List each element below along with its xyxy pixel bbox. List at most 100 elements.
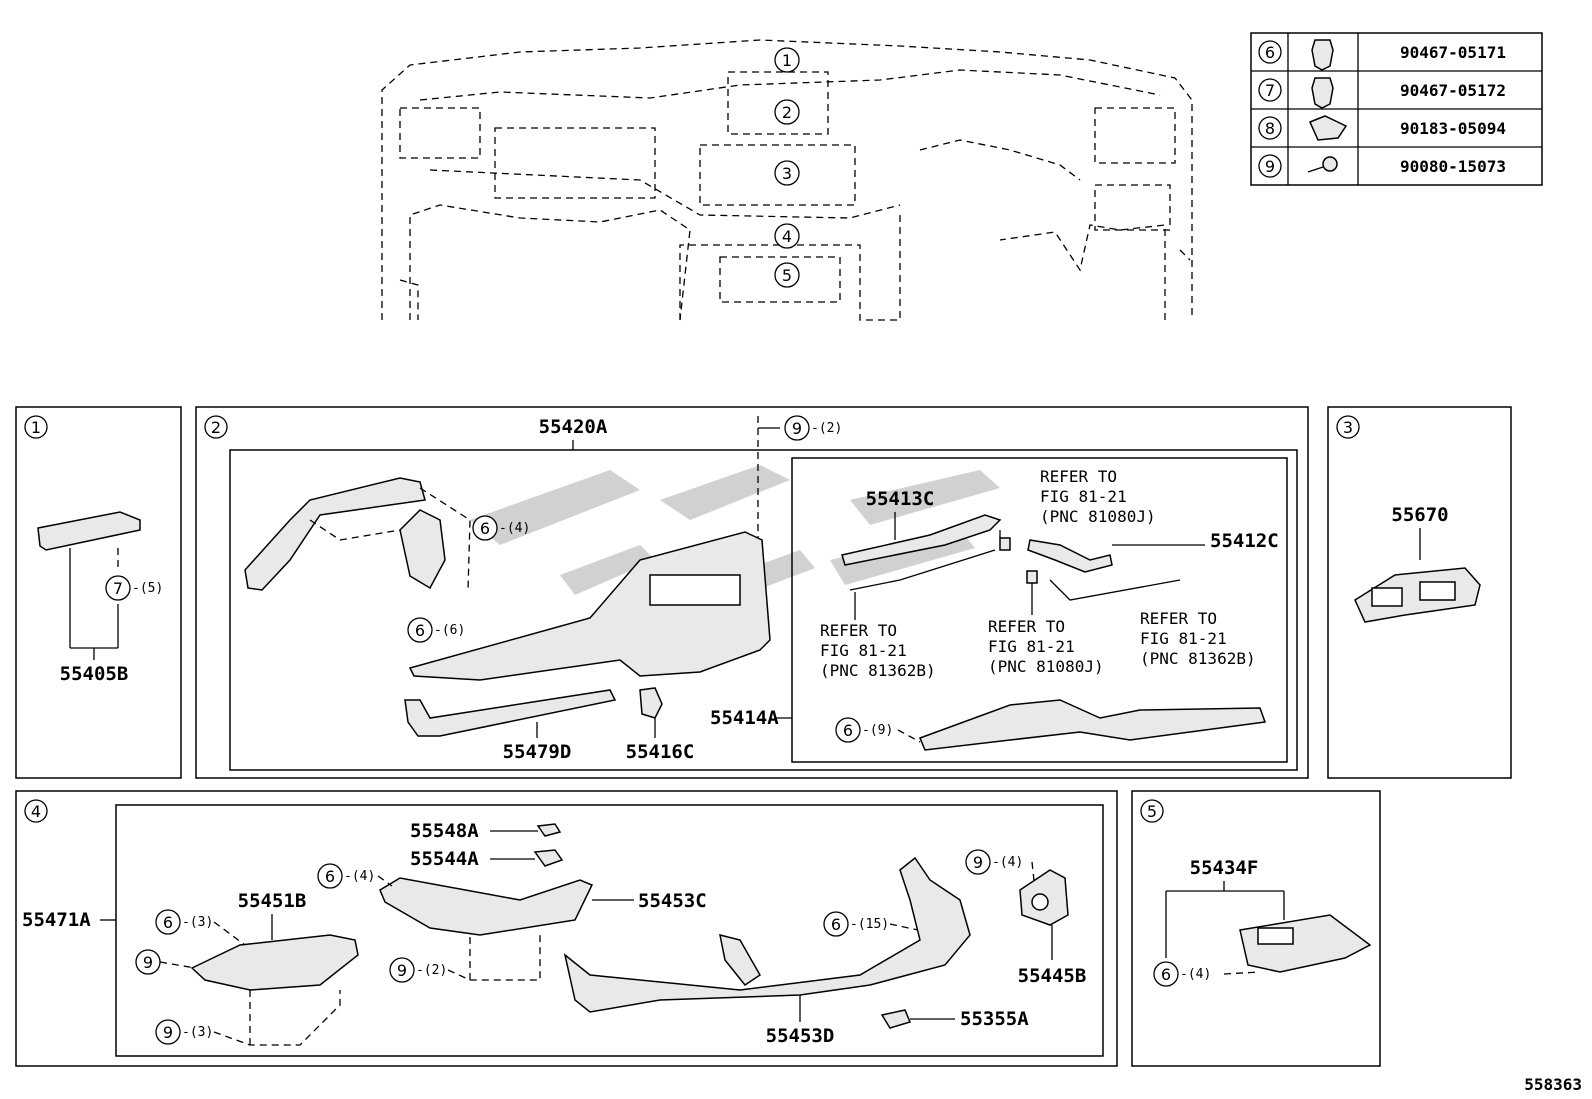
callout-2: 2 bbox=[774, 99, 800, 125]
part-label-55445B: 55445B bbox=[1018, 965, 1087, 987]
svg-text:3: 3 bbox=[782, 164, 792, 183]
refer-note-1: REFER TO FIG 81-21 (PNC 81080J) bbox=[1040, 467, 1156, 526]
panel-number: 4 bbox=[31, 802, 41, 821]
fastener-key: 6 bbox=[163, 913, 173, 932]
lower-trim-part bbox=[404, 689, 617, 737]
svg-text:FIG 81-21: FIG 81-21 bbox=[820, 641, 907, 660]
figure-number: 558363 bbox=[1524, 1075, 1582, 1094]
refer-note-3: REFER TO FIG 81-21 (PNC 81080J) bbox=[988, 617, 1104, 676]
part-label-55355A: 55355A bbox=[960, 1008, 1029, 1030]
fastener-key: 6 bbox=[843, 721, 853, 740]
fastener-table: 6 90467-05171 7 90467-05172 8 90183-0509… bbox=[1250, 32, 1543, 186]
connector-part bbox=[999, 537, 1011, 551]
table-row: 6 90467-05171 bbox=[1258, 39, 1506, 71]
lower-bracket-part bbox=[919, 699, 1267, 751]
table-key: 8 bbox=[1265, 119, 1275, 138]
cap-part bbox=[533, 849, 564, 867]
part-label-55434F: 55434F bbox=[1190, 857, 1259, 879]
fastener-key: 9 bbox=[163, 1023, 173, 1042]
part-label-55453C: 55453C bbox=[638, 890, 707, 912]
panel-5: 5 55434F 6 -(4) bbox=[1131, 790, 1381, 1067]
fastener-key: 6 bbox=[480, 519, 490, 538]
reinforcement-55413C-part bbox=[841, 514, 1002, 566]
fastener-qty: -(9) bbox=[862, 723, 893, 738]
console-lower-part bbox=[563, 856, 971, 1013]
panel-number: 2 bbox=[211, 418, 221, 437]
part-label-55544A: 55544A bbox=[410, 848, 479, 870]
panel-4: 4 55471A 55548A 55544A 55453C 6 -(4) 554… bbox=[15, 790, 1118, 1067]
svg-text:(PNC 81080J): (PNC 81080J) bbox=[1040, 507, 1156, 526]
connector-part bbox=[1026, 570, 1038, 584]
table-row: 8 90183-05094 bbox=[1258, 115, 1506, 141]
table-key: 9 bbox=[1265, 157, 1275, 176]
fastener-key: 6 bbox=[325, 867, 335, 886]
part-label-55412C: 55412C bbox=[1210, 530, 1279, 552]
part-label-55479D: 55479D bbox=[503, 741, 572, 763]
clip-icon bbox=[1311, 77, 1334, 109]
reinforcement-55412C-part bbox=[1027, 539, 1113, 573]
nut-icon bbox=[1308, 115, 1348, 141]
fastener-qty: -(2) bbox=[811, 421, 842, 436]
svg-text:REFER TO: REFER TO bbox=[820, 621, 897, 640]
fastener-qty: -(2) bbox=[416, 963, 447, 978]
part-label-55414A: 55414A bbox=[710, 707, 779, 729]
fastener-qty: -(3) bbox=[182, 915, 213, 930]
svg-text:FIG 81-21: FIG 81-21 bbox=[1140, 629, 1227, 648]
fastener-qty: -(4) bbox=[992, 855, 1023, 870]
svg-text:1: 1 bbox=[782, 51, 792, 70]
refer-note-4: REFER TO FIG 81-21 (PNC 81362B) bbox=[1140, 609, 1256, 668]
fastener-key: 9 bbox=[792, 419, 802, 438]
part-label-55405B: 55405B bbox=[60, 663, 129, 685]
table-key: 6 bbox=[1265, 43, 1275, 62]
svg-text:REFER TO: REFER TO bbox=[1040, 467, 1117, 486]
panel-number: 3 bbox=[1343, 418, 1353, 437]
part-label-55548A: 55548A bbox=[410, 820, 479, 842]
fastener-qty: -(4) bbox=[344, 869, 375, 884]
fastener-qty: -(15) bbox=[850, 917, 889, 932]
vent-bracket-part bbox=[399, 509, 446, 590]
clip-part bbox=[880, 1009, 912, 1029]
upper-cover-part bbox=[37, 511, 141, 551]
callout-3: 3 bbox=[774, 160, 800, 186]
panel-2: 2 55420A 9 -(2) 6 -(4) 6 -(6) 55479D 554… bbox=[195, 406, 1309, 779]
fastener-key: 9 bbox=[397, 961, 407, 980]
table-part-number: 90467-05171 bbox=[1400, 43, 1506, 62]
svg-text:(PNC 81362B): (PNC 81362B) bbox=[820, 661, 936, 680]
panel-number: 1 bbox=[31, 418, 41, 437]
fastener-key: 6 bbox=[1161, 965, 1171, 984]
panel-number: 5 bbox=[1147, 802, 1157, 821]
table-part-number: 90080-15073 bbox=[1400, 157, 1506, 176]
svg-text:4: 4 bbox=[782, 227, 792, 246]
clip-icon bbox=[1311, 39, 1334, 71]
svg-text:(PNC 81080J): (PNC 81080J) bbox=[988, 657, 1104, 676]
bracket-small-part bbox=[639, 687, 663, 719]
assembly-label-55420A: 55420A bbox=[539, 416, 608, 438]
svg-text:FIG 81-21: FIG 81-21 bbox=[988, 637, 1075, 656]
part-label-55413C: 55413C bbox=[866, 488, 935, 510]
svg-text:(PNC 81362B): (PNC 81362B) bbox=[1140, 649, 1256, 668]
fastener-key: 9 bbox=[143, 953, 153, 972]
callout-1: 1 bbox=[774, 47, 800, 73]
fastener-key: 6 bbox=[415, 621, 425, 640]
svg-text:2: 2 bbox=[782, 103, 792, 122]
table-part-number: 90183-05094 bbox=[1400, 119, 1506, 138]
clip-part bbox=[536, 823, 562, 837]
side-bracket-part bbox=[244, 477, 426, 591]
fastener-key: 7 bbox=[113, 579, 123, 598]
fastener-qty: -(5) bbox=[132, 581, 163, 596]
fastener-qty: -(4) bbox=[499, 521, 530, 536]
fastener-key: 6 bbox=[831, 915, 841, 934]
svg-text:5: 5 bbox=[782, 266, 792, 285]
center-panel-part bbox=[408, 531, 771, 681]
part-label-55670: 55670 bbox=[1391, 504, 1448, 526]
svg-text:REFER TO: REFER TO bbox=[1140, 609, 1217, 628]
console-upper-part bbox=[379, 877, 594, 936]
callout-5: 5 bbox=[774, 262, 800, 288]
svg-text:REFER TO: REFER TO bbox=[988, 617, 1065, 636]
callout-4: 4 bbox=[774, 223, 800, 249]
part-label-55451B: 55451B bbox=[238, 890, 307, 912]
table-part-number: 90467-05172 bbox=[1400, 81, 1506, 100]
table-row: 9 90080-15073 bbox=[1258, 154, 1506, 178]
part-label-55416C: 55416C bbox=[626, 741, 695, 763]
